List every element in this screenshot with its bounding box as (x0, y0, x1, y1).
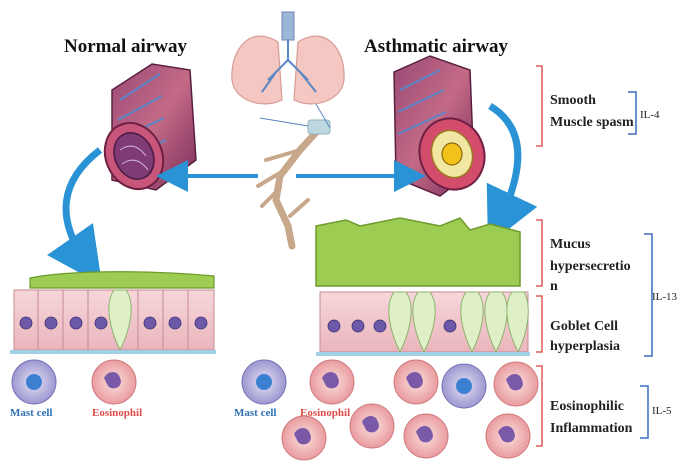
goblet-label-line1: Goblet Cell (550, 319, 618, 334)
asthmatic-epithelium (316, 292, 530, 356)
il5-label: IL-5 (652, 405, 672, 417)
lungs-icon (232, 12, 344, 104)
eosinophil-icon (404, 414, 448, 458)
eosinophil-icon (394, 360, 438, 404)
eosinophil-icon (494, 362, 538, 406)
normal-mast-cell-icon (12, 360, 56, 404)
normal-airway-tube-icon (94, 64, 196, 199)
asthmatic-mucus-layer (316, 218, 520, 286)
eosinophil-icon (282, 416, 326, 460)
mucus-label-line3: n (550, 279, 558, 294)
il4-label: IL-4 (640, 109, 660, 121)
mucus-label-line2: hypersecretio (550, 259, 631, 274)
normal-mast-cell-label: Mast cell (10, 407, 52, 419)
eosinophil-icon (350, 404, 394, 448)
normal-epithelium (10, 290, 216, 354)
eosinophil-icon (310, 360, 354, 404)
goblet-label-line2: hyperplasia (550, 339, 620, 354)
normal-eosinophil-label: Eosinophil (92, 407, 142, 419)
normal-airway-title: Normal airway (64, 36, 187, 57)
eosinophil-icon (486, 414, 530, 458)
asthmatic-eosinophil-label: Eosinophil (300, 407, 350, 419)
il13-label: IL-13 (652, 291, 678, 303)
mucus-label-line1: Mucus (550, 237, 591, 252)
blue-brackets (628, 92, 652, 438)
asthmatic-mast-cell-icon (242, 360, 286, 404)
asthmatic-mast-cell-label: Mast cell (234, 407, 276, 419)
asthmatic-mast-cell-icon (442, 364, 486, 408)
normal-eosinophil-icon (92, 360, 136, 404)
asthmatic-cells (242, 360, 538, 460)
eos-label-line2: Inflammation (550, 421, 633, 436)
smooth-label-line2: Muscle spasm (550, 115, 634, 130)
asthmatic-airway-title: Asthmatic airway (364, 36, 509, 57)
normal-mucus-layer (30, 272, 214, 288)
eos-label-line1: Eosinophilic (550, 399, 624, 414)
smooth-label-line1: Smooth (550, 93, 596, 108)
